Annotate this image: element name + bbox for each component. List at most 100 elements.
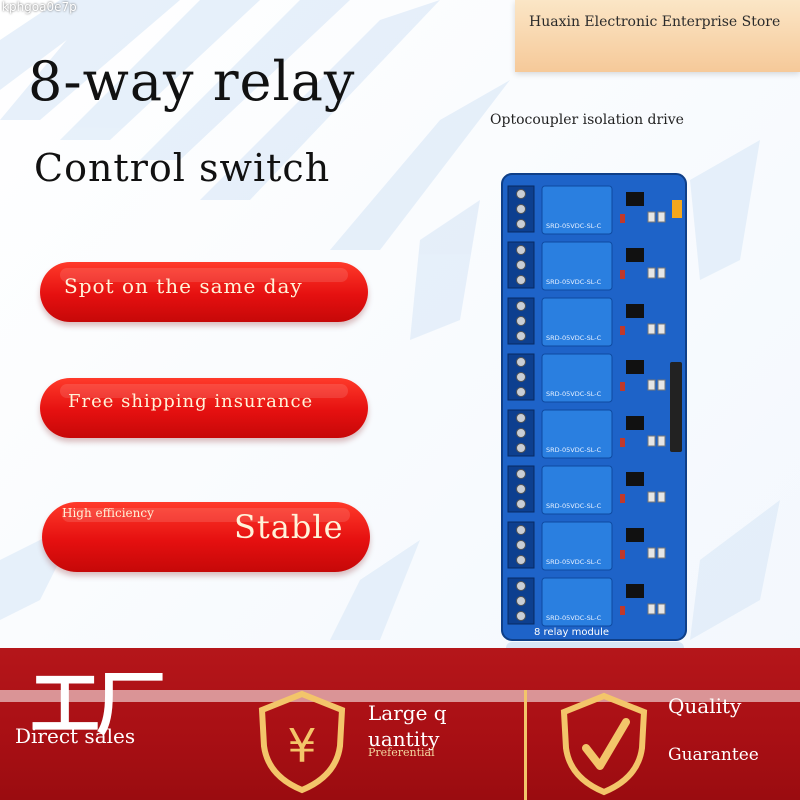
relay-unit: SRD-05VDC-SL-C bbox=[507, 409, 666, 459]
relay-body bbox=[541, 465, 613, 515]
terminal-screw bbox=[516, 555, 526, 565]
smd-component bbox=[657, 211, 666, 223]
factory-glyph: 工厂 bbox=[30, 663, 166, 745]
relay-marking: SRD-05VDC-SL-C bbox=[546, 390, 602, 398]
smd-component bbox=[657, 547, 666, 559]
terminal-screw bbox=[516, 484, 526, 494]
product-caption: Optocoupler isolation drive bbox=[490, 112, 684, 128]
smd-component bbox=[657, 603, 666, 615]
optocoupler-chip bbox=[626, 248, 644, 262]
smd-component bbox=[657, 323, 666, 335]
feature-pill-free-shipping-label: Free shipping insurance bbox=[68, 391, 314, 412]
footer-divider bbox=[524, 690, 527, 800]
led-indicator bbox=[620, 438, 625, 447]
footer-banner bbox=[0, 648, 800, 800]
relay-marking: SRD-05VDC-SL-C bbox=[546, 334, 602, 342]
terminal-screw bbox=[516, 611, 526, 621]
terminal-screw bbox=[516, 301, 526, 311]
pill-shine bbox=[62, 508, 350, 522]
terminal-screw bbox=[516, 245, 526, 255]
terminal-screw bbox=[516, 443, 526, 453]
svg-text:¥: ¥ bbox=[287, 719, 316, 773]
feature-pill-high-efficiency-label: High efficiency bbox=[62, 506, 154, 520]
smd-component bbox=[657, 267, 666, 279]
board-label: 8 relay module bbox=[534, 627, 609, 638]
relay-unit: SRD-05VDC-SL-C bbox=[507, 577, 666, 627]
optocoupler-chip bbox=[626, 584, 644, 598]
yuan-shield-icon: ¥ bbox=[258, 690, 346, 794]
relay-body bbox=[541, 353, 613, 403]
guarantee-label: Guarantee bbox=[668, 745, 759, 765]
relay-marking: SRD-05VDC-SL-C bbox=[546, 222, 602, 230]
terminal-screw bbox=[516, 357, 526, 367]
led-indicator bbox=[620, 214, 625, 223]
smd-component bbox=[647, 211, 656, 223]
relay-body bbox=[541, 241, 613, 291]
terminal-screw bbox=[516, 204, 526, 214]
led-indicator bbox=[620, 326, 625, 335]
relay-marking: SRD-05VDC-SL-C bbox=[546, 614, 602, 622]
pill-shine bbox=[60, 268, 348, 282]
relay-board-image: SRD-05VDC-SL-C SRD-05VDC-SL-C SRD-05VDC-SL… bbox=[500, 172, 690, 696]
led-indicator bbox=[620, 550, 625, 559]
pill-shine bbox=[60, 384, 348, 398]
smd-component bbox=[647, 267, 656, 279]
relay-marking: SRD-05VDC-SL-C bbox=[546, 558, 602, 566]
optocoupler-chip bbox=[626, 416, 644, 430]
smd-component bbox=[657, 491, 666, 503]
relay-unit: SRD-05VDC-SL-C bbox=[507, 297, 666, 347]
headline-title: 8-way relay bbox=[28, 50, 356, 113]
terminal-screw bbox=[516, 331, 526, 341]
preferential-label: Preferential bbox=[368, 746, 435, 759]
feature-pill-stable: High efficiency Stable bbox=[42, 502, 370, 572]
store-name: Huaxin Electronic Enterprise Store bbox=[529, 14, 781, 30]
relay-body bbox=[541, 409, 613, 459]
feature-pill-same-day: Spot on the same day bbox=[40, 262, 368, 322]
relay-body bbox=[541, 521, 613, 571]
relay-marking: SRD-05VDC-SL-C bbox=[546, 278, 602, 286]
terminal-screw bbox=[516, 469, 526, 479]
terminal-screw bbox=[516, 260, 526, 270]
terminal-screw bbox=[516, 428, 526, 438]
relay-board-svg: SRD-05VDC-SL-C SRD-05VDC-SL-C SRD-05VDC-SL… bbox=[501, 173, 687, 692]
terminal-screw bbox=[516, 540, 526, 550]
smd-component bbox=[657, 435, 666, 447]
optocoupler-chip bbox=[626, 304, 644, 318]
relay-unit: SRD-05VDC-SL-C bbox=[507, 353, 666, 403]
led-indicator bbox=[620, 270, 625, 279]
terminal-screw bbox=[516, 596, 526, 606]
watermark-text: kphgoa0e7p bbox=[2, 0, 77, 14]
relay-unit: SRD-05VDC-SL-C bbox=[507, 521, 666, 571]
smd-component bbox=[657, 379, 666, 391]
smd-component bbox=[647, 547, 656, 559]
led-indicator bbox=[620, 382, 625, 391]
relay-body bbox=[541, 297, 613, 347]
terminal-screw bbox=[516, 189, 526, 199]
terminal-screw bbox=[516, 499, 526, 509]
relay-body bbox=[541, 185, 613, 235]
terminal-screw bbox=[516, 525, 526, 535]
relay-body bbox=[541, 577, 613, 627]
terminal-screw bbox=[516, 581, 526, 591]
relay-unit: SRD-05VDC-SL-C bbox=[507, 465, 666, 515]
check-shield-icon bbox=[560, 692, 648, 796]
relay-marking: SRD-05VDC-SL-C bbox=[546, 502, 602, 510]
optocoupler-chip bbox=[626, 360, 644, 374]
optocoupler-chip bbox=[626, 472, 644, 486]
led-indicator bbox=[620, 606, 625, 615]
quality-label: Quality bbox=[668, 694, 742, 718]
large-quantity-label: Large q uantity bbox=[368, 701, 447, 751]
smd-component bbox=[647, 379, 656, 391]
terminal-screw bbox=[516, 219, 526, 229]
feature-pill-free-shipping: Free shipping insurance bbox=[40, 378, 368, 438]
terminal-screw bbox=[516, 413, 526, 423]
smd-component bbox=[647, 435, 656, 447]
led-indicator bbox=[620, 494, 625, 503]
relay-unit: SRD-05VDC-SL-C bbox=[507, 185, 666, 235]
smd-component bbox=[647, 491, 656, 503]
feature-pill-same-day-label: Spot on the same day bbox=[64, 274, 303, 298]
terminal-screw bbox=[516, 316, 526, 326]
terminal-screw bbox=[516, 387, 526, 397]
smd-component bbox=[647, 603, 656, 615]
optocoupler-chip bbox=[626, 192, 644, 206]
